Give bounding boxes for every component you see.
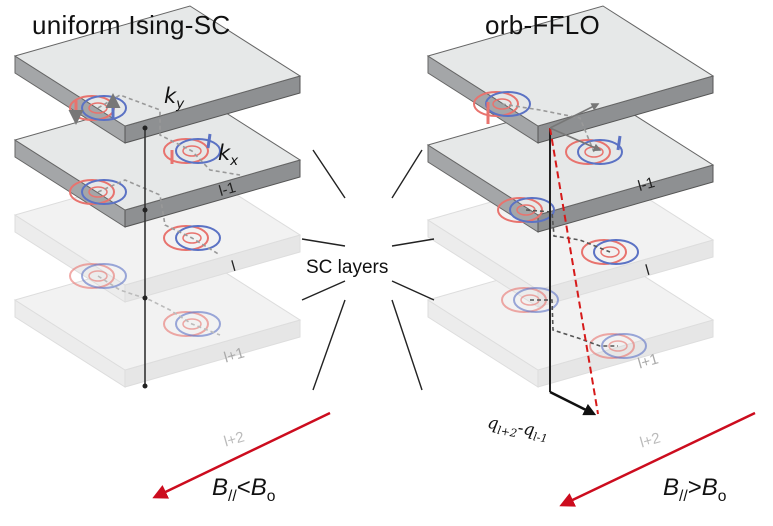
right-l-pair-b-blue-orbit bbox=[593, 239, 639, 265]
left-l-plus-1-pair-a-blue-orbit bbox=[81, 263, 127, 289]
left-field-arrow bbox=[152, 411, 331, 499]
left-l-path bbox=[97, 179, 221, 256]
left-field-label: B//<Bo bbox=[212, 474, 276, 505]
left-axis-node-2 bbox=[142, 295, 148, 301]
left-l-pair-a-red-orbit bbox=[69, 179, 115, 205]
left-axis-node-3 bbox=[142, 383, 148, 389]
sc-layers-label: SC layers bbox=[306, 257, 389, 278]
right-l-plus-1-pair-b-inner-orbit bbox=[608, 340, 628, 352]
left-l-pair-a-inner-orbit bbox=[88, 186, 108, 198]
right-l-minus-1-path bbox=[501, 103, 595, 153]
right-l-plus-1-pair-b-red-orbit bbox=[589, 333, 635, 359]
left-l-minus-1-path bbox=[97, 94, 241, 176]
right-field-label: B//>Bo bbox=[663, 474, 727, 505]
right-plate-l-minus-1-top bbox=[426, 5, 715, 127]
left-l-plus-1-path bbox=[97, 275, 221, 336]
left-l-pair-a-blue-orbit bbox=[81, 179, 127, 205]
left-l-plus-1-pair-b-red-orbit bbox=[163, 311, 209, 337]
left-l-plus-1-pair-a-inner-orbit bbox=[88, 270, 108, 282]
left-axis-node-1 bbox=[142, 207, 148, 213]
ky-axis-label: ky bbox=[164, 84, 185, 113]
center-ray-5 bbox=[391, 238, 435, 247]
right-l-plus-1-pair-a-blue-orbit bbox=[513, 287, 559, 313]
right-q-dashed-line bbox=[549, 127, 599, 415]
center-rays bbox=[301, 149, 435, 391]
left-spin-up-arrow-2 bbox=[206, 133, 212, 149]
right-spin-up-arrow bbox=[616, 135, 622, 151]
right-l-minus-1-pair-b-blue-orbit bbox=[577, 139, 623, 165]
left-l-minus-1-pair-b-inner-orbit bbox=[182, 145, 202, 157]
right-l-minus-1-pair-a-inner-orbit bbox=[492, 98, 512, 110]
right-l-minus-1-pair-b-red-orbit bbox=[565, 139, 611, 165]
left-l-pair-b-blue-orbit bbox=[175, 225, 221, 251]
left-l-minus-1-pair-b-red-orbit bbox=[163, 138, 209, 164]
right-panel bbox=[426, 5, 715, 416]
field-arrows bbox=[152, 411, 756, 507]
right-q-arrow bbox=[549, 390, 597, 416]
right-l-pair-a-red-orbit bbox=[497, 197, 543, 223]
right-l-plus-1-pair-b-blue-orbit bbox=[601, 333, 647, 359]
right-l-minus-1-pair-a-blue-orbit bbox=[485, 91, 531, 117]
center-ray-2 bbox=[301, 280, 346, 301]
center-ray-7 bbox=[391, 299, 423, 391]
left-l-plus-1-pair-b-blue-orbit bbox=[175, 311, 221, 337]
center-ray-4 bbox=[391, 149, 423, 199]
center-ray-3 bbox=[312, 299, 346, 391]
left-l-minus-1-pair-b-blue-orbit bbox=[175, 138, 221, 164]
left-title: uniform Ising-SC bbox=[32, 10, 231, 40]
right-l-pair-a-blue-orbit bbox=[509, 197, 555, 223]
center-ray-6 bbox=[391, 280, 435, 301]
left-l-plus-1-pair-b-inner-orbit bbox=[182, 318, 202, 330]
right-l-pair-b-red-orbit bbox=[581, 239, 627, 265]
right-title: orb-FFLO bbox=[485, 10, 601, 40]
left-l-pair-b-inner-orbit bbox=[182, 232, 202, 244]
right-l-pair-b-inner-orbit bbox=[600, 246, 620, 258]
left-panel bbox=[13, 5, 302, 389]
center-ray-1 bbox=[301, 238, 346, 247]
right-kx-axis bbox=[549, 127, 602, 152]
center-ray-0 bbox=[312, 149, 346, 199]
right-l-plus-1-path bbox=[530, 299, 618, 347]
right-field-arrow bbox=[559, 411, 756, 507]
left-l-minus-1-pair-a-blue-orbit bbox=[81, 95, 127, 121]
left-l-plus-1-pair-a-red-orbit bbox=[69, 263, 115, 289]
left-l-pair-b-red-orbit bbox=[163, 225, 209, 251]
right-l-minus-1-pair-a-red-orbit bbox=[473, 91, 519, 117]
left-axis-node-0 bbox=[142, 125, 148, 131]
left-l-minus-1-pair-a-inner-orbit bbox=[88, 102, 108, 114]
kx-axis-label: kx bbox=[218, 141, 239, 170]
right-l-path bbox=[525, 209, 611, 253]
right-ky-axis bbox=[549, 103, 600, 129]
